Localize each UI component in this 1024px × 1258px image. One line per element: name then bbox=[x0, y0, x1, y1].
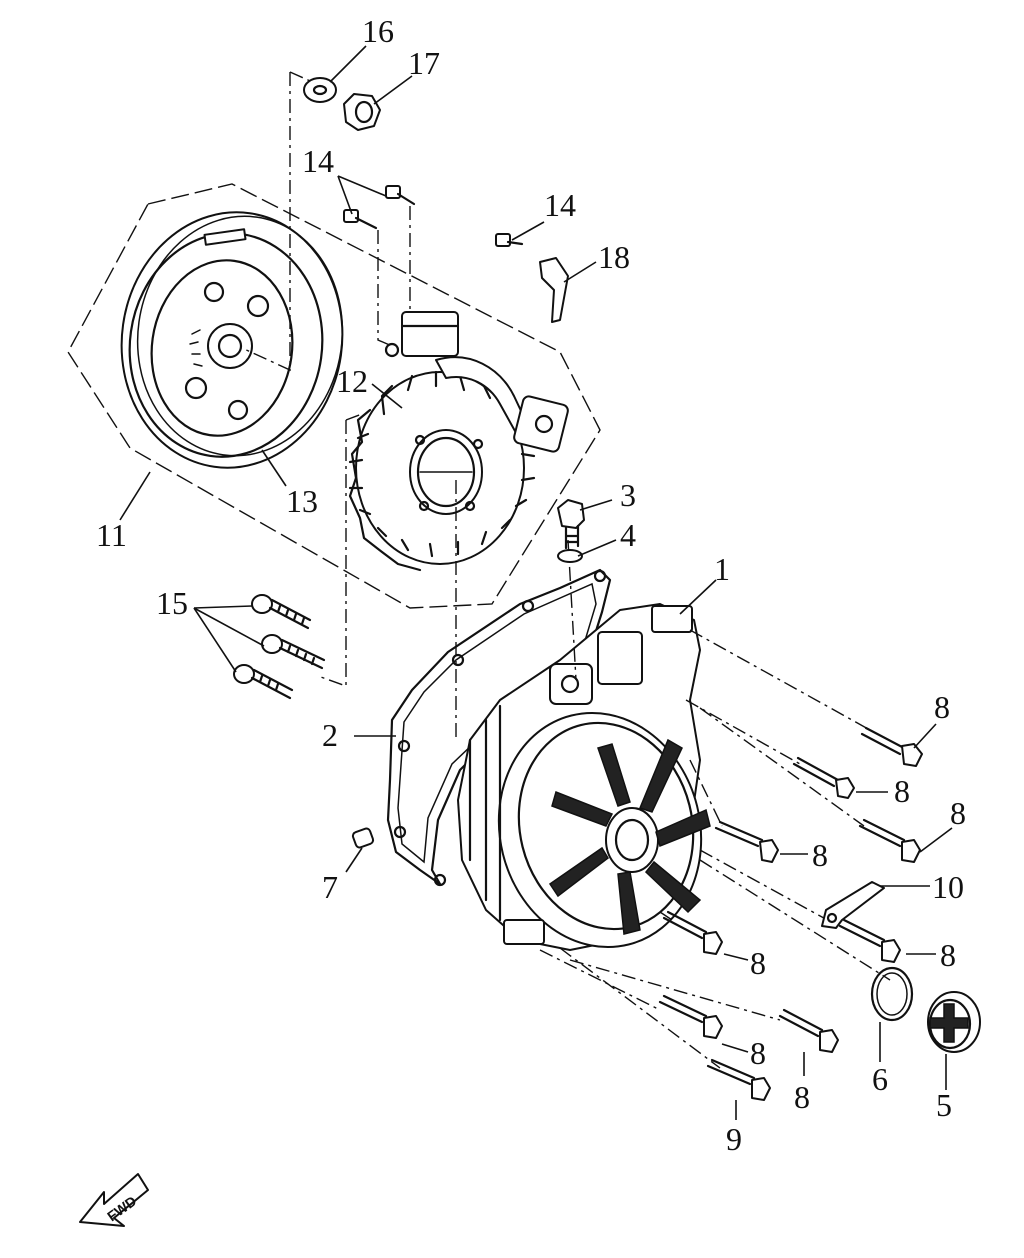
callout-8-f: 8 bbox=[750, 945, 766, 981]
bolt-9 bbox=[706, 1058, 771, 1101]
callout-5: 5 bbox=[936, 1087, 952, 1123]
callout-8-g: 8 bbox=[750, 1035, 766, 1071]
screw-15-top bbox=[251, 594, 312, 630]
callout-12: 12 bbox=[336, 363, 368, 399]
stator bbox=[348, 311, 569, 572]
callout-2: 2 bbox=[322, 717, 338, 753]
dowel-pin-7 bbox=[351, 827, 375, 849]
bolt-14-clamp bbox=[495, 233, 524, 247]
callout-14-right: 14 bbox=[544, 187, 576, 223]
nut-17 bbox=[343, 93, 381, 131]
flywheel-rotor bbox=[120, 211, 344, 469]
callout-1: 1 bbox=[714, 551, 730, 587]
drain-plug-3 bbox=[557, 499, 585, 550]
forward-direction-arrow: FWD bbox=[79, 1173, 149, 1227]
screw-15-bottom bbox=[233, 664, 294, 700]
callout-16: 16 bbox=[362, 13, 394, 49]
flywheel-assembly-boundary bbox=[67, 183, 601, 609]
callout-8-d: 8 bbox=[812, 837, 828, 873]
wire-clamp-18 bbox=[539, 257, 569, 323]
o-ring-6 bbox=[870, 966, 914, 1022]
bolt-14-right bbox=[385, 185, 416, 206]
leader-lines bbox=[119, 45, 953, 1120]
callout-6: 6 bbox=[872, 1061, 888, 1097]
callout-17: 17 bbox=[408, 45, 440, 81]
callout-8-c: 8 bbox=[950, 795, 966, 831]
cap-5 bbox=[927, 991, 981, 1053]
callout-9: 9 bbox=[726, 1121, 742, 1157]
callout-11: 11 bbox=[96, 517, 127, 553]
callout-8-b: 8 bbox=[894, 773, 910, 809]
bolt-14-left bbox=[343, 209, 378, 230]
callout-14-left: 14 bbox=[302, 143, 334, 179]
callout-13: 13 bbox=[286, 483, 318, 519]
callout-8-a: 8 bbox=[934, 689, 950, 725]
callout-3: 3 bbox=[620, 477, 636, 513]
callouts: 16 17 14 14 18 12 13 11 15 3 4 1 2 7 8 8… bbox=[96, 13, 966, 1157]
callout-4: 4 bbox=[620, 517, 636, 553]
callout-15: 15 bbox=[156, 585, 188, 621]
assembly-lines bbox=[241, 71, 891, 1069]
washer-16 bbox=[303, 77, 337, 103]
callout-18: 18 bbox=[598, 239, 630, 275]
magneto-cover bbox=[457, 603, 711, 951]
callout-8-h: 8 bbox=[794, 1079, 810, 1115]
washer-4 bbox=[557, 549, 583, 563]
bolts-8 bbox=[658, 726, 923, 1053]
callout-10: 10 bbox=[932, 869, 964, 905]
callout-7: 7 bbox=[322, 869, 338, 905]
callout-8-e: 8 bbox=[940, 937, 956, 973]
screw-15-mid bbox=[261, 634, 326, 670]
bracket-10 bbox=[821, 881, 885, 929]
